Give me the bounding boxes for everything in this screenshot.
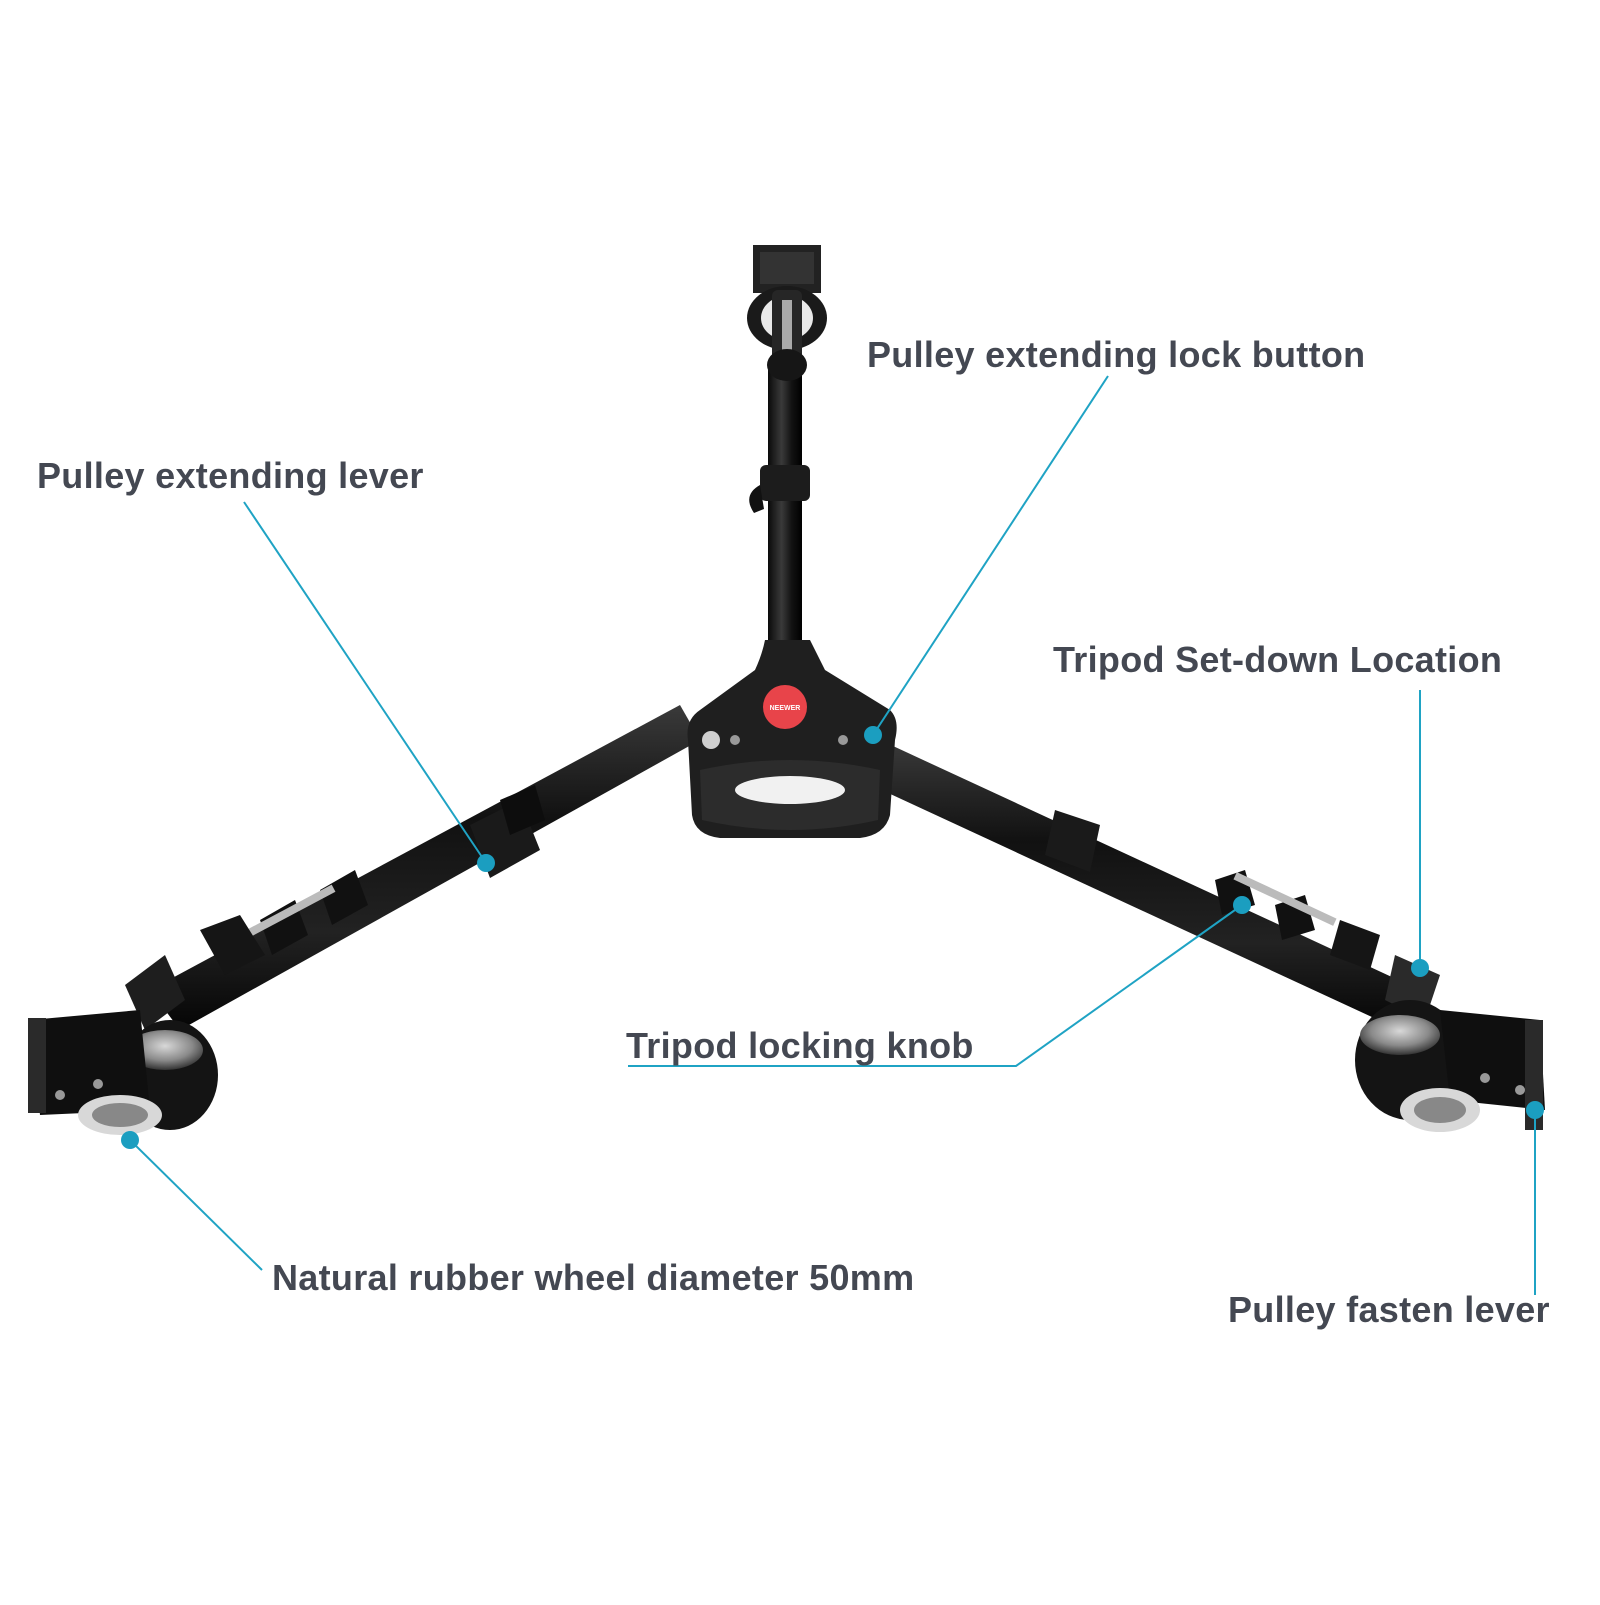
callout-dot-set-down	[1411, 959, 1429, 977]
label-pulley-extending-lever: Pulley extending lever	[37, 455, 424, 496]
label-pulley-fasten-lever: Pulley fasten lever	[1228, 1289, 1550, 1330]
callout-line-extending-lever	[243, 501, 487, 864]
callout-dot-lock-button	[864, 726, 882, 744]
callout-line-lock-button	[872, 375, 1109, 736]
label-tripod-locking-knob: Tripod locking knob	[626, 1025, 974, 1066]
callout-line-locking-knob	[628, 904, 1243, 1067]
rear-leg	[747, 245, 827, 660]
neewer-badge	[763, 685, 807, 729]
right-leg	[860, 740, 1545, 1132]
callout-dot-extending-lever	[477, 854, 495, 872]
label-natural-rubber-wheel: Natural rubber wheel diameter 50mm	[272, 1257, 915, 1298]
callout-dot-fasten-lever	[1526, 1101, 1544, 1119]
callout-line-rubber-wheel	[129, 1139, 263, 1271]
callout-dot-rubber-wheel	[121, 1131, 139, 1149]
left-leg	[28, 705, 700, 1135]
label-pulley-extending-lock-button: Pulley extending lock button	[867, 334, 1366, 375]
callout-dot-locking-knob	[1233, 896, 1251, 914]
brand-logo-text: NEEWER	[770, 705, 801, 712]
callout-dots	[121, 726, 1544, 1149]
label-tripod-set-down-location: Tripod Set-down Location	[1053, 639, 1503, 680]
callout-lines	[129, 375, 1536, 1295]
center-hub: NEEWER	[687, 640, 897, 838]
